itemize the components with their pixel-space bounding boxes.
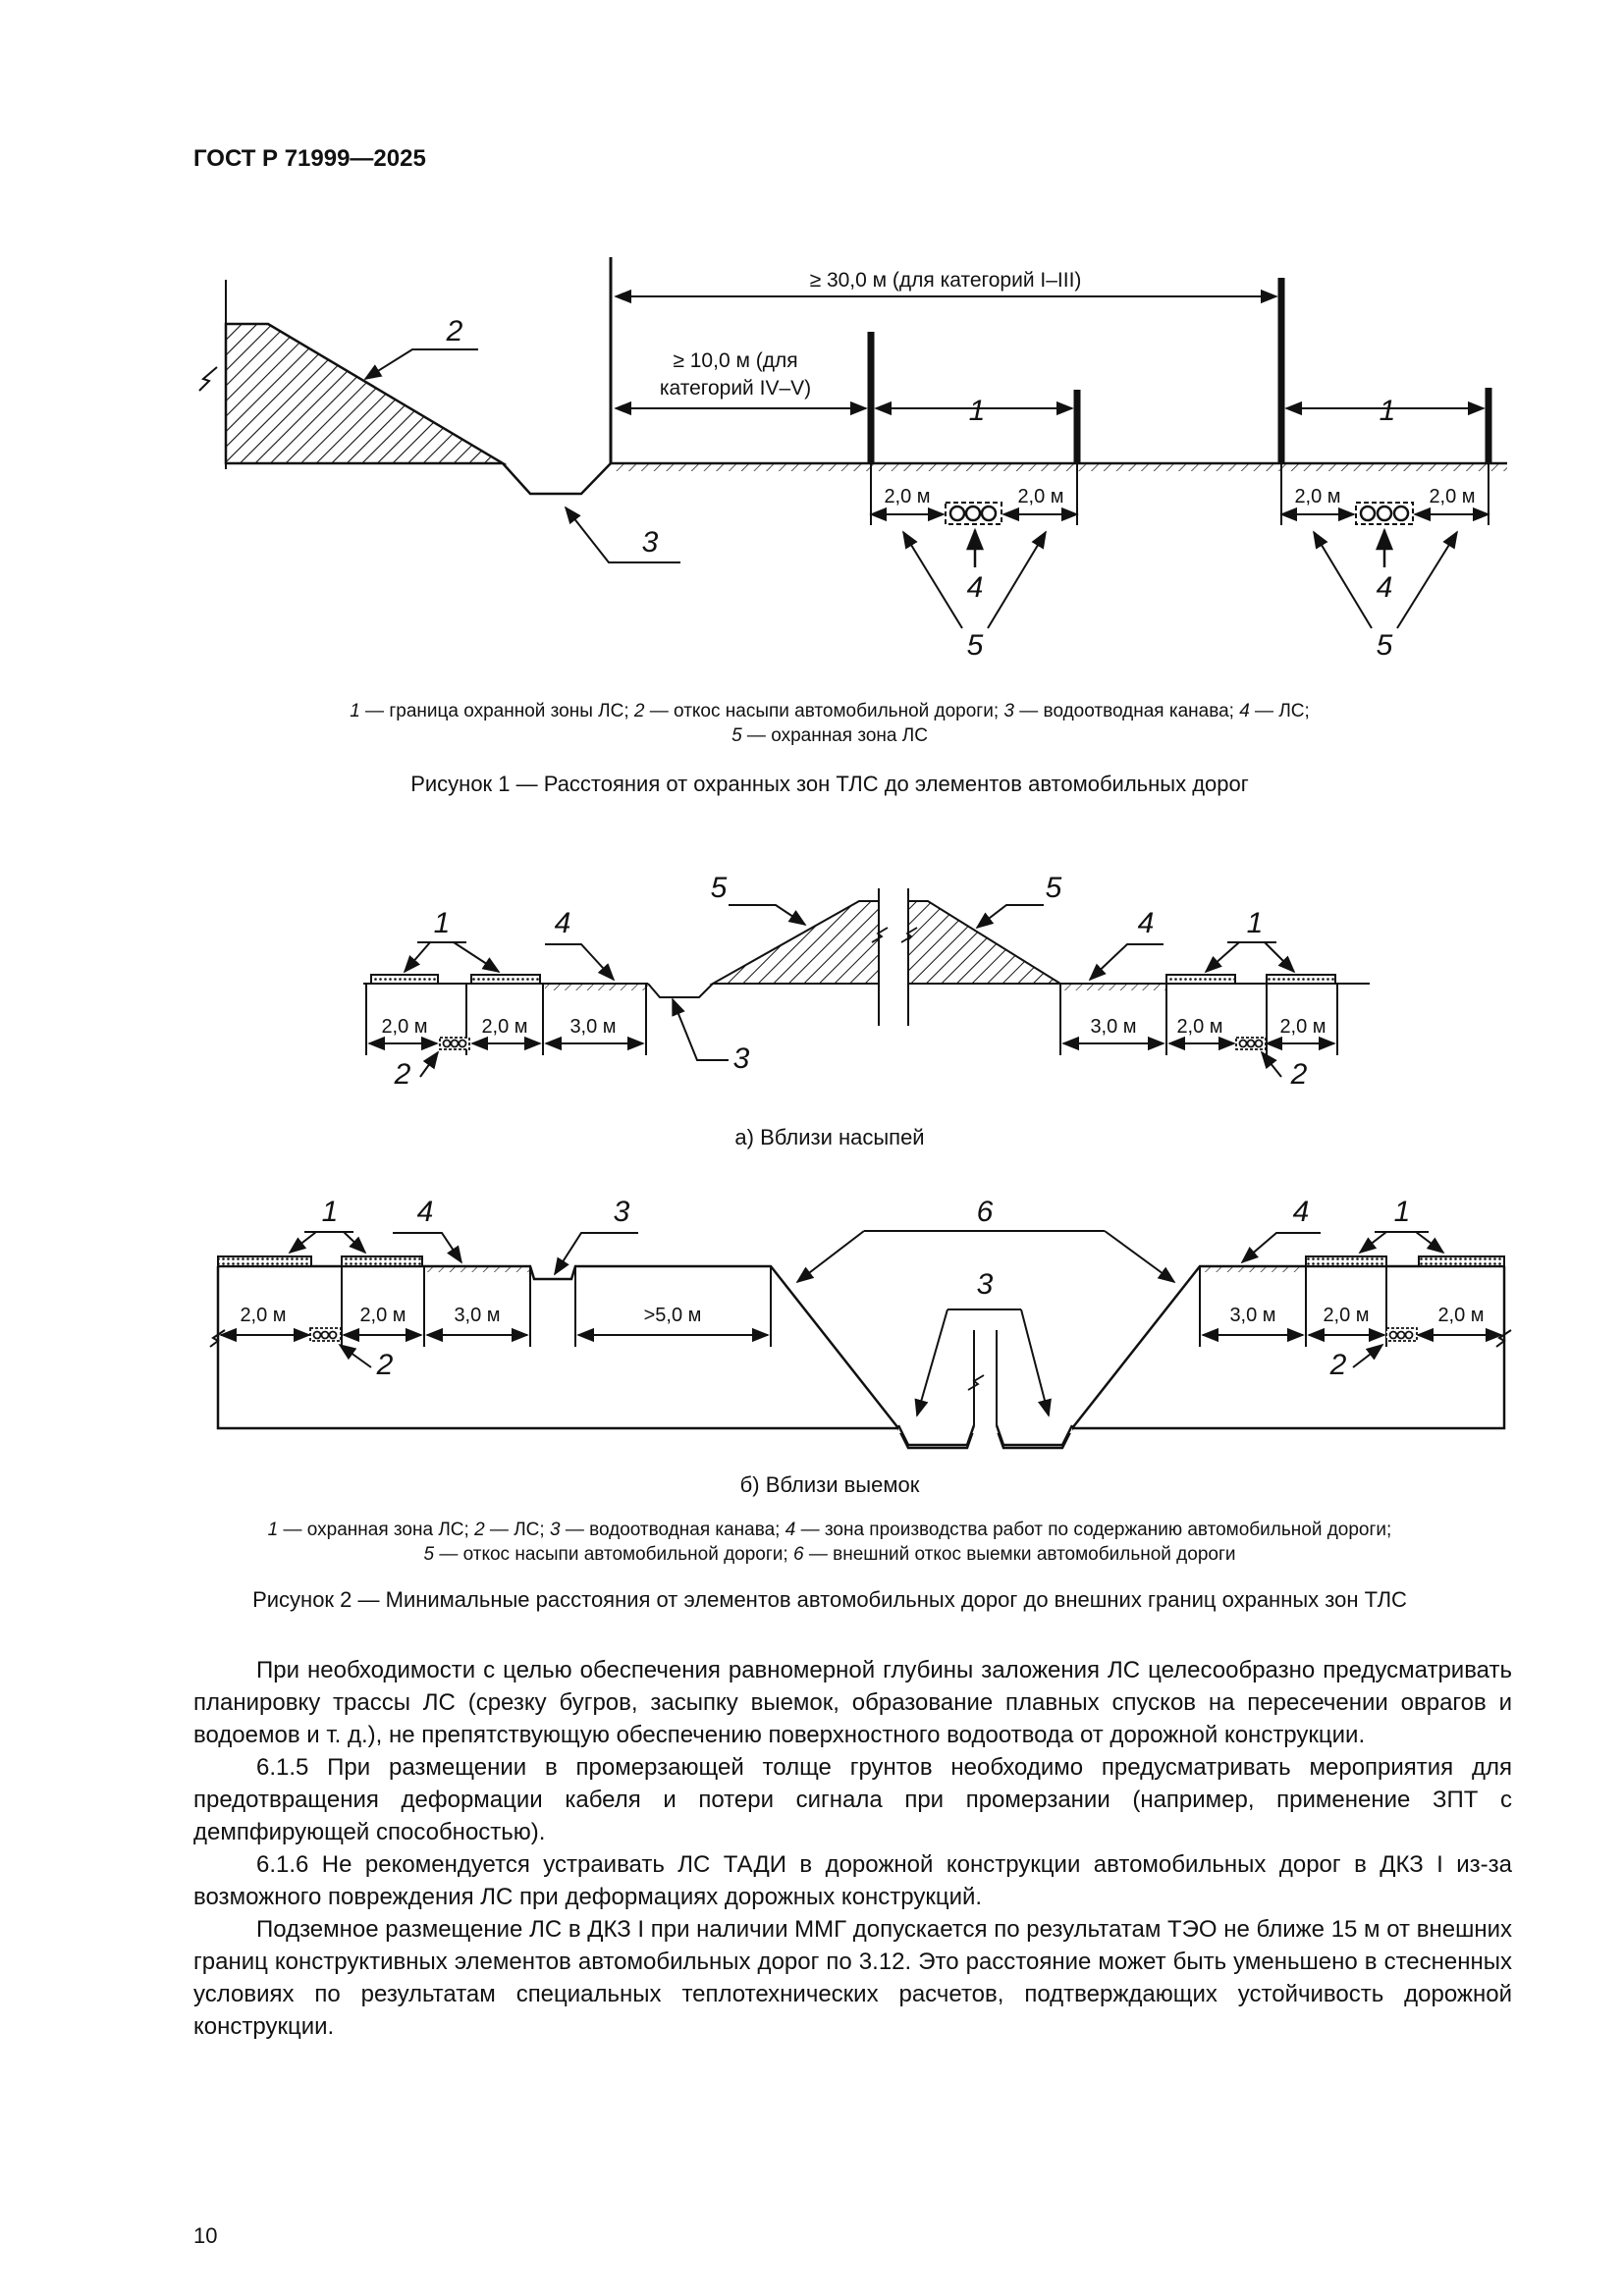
dim-10m-label-line2: категорий IV–V) bbox=[660, 377, 811, 400]
figure-2b-subcaption: б) Вблизи выемок bbox=[739, 1472, 920, 1497]
dim-3m: 3,0 м bbox=[569, 1016, 616, 1038]
dim-3m: 3,0 м bbox=[1090, 1016, 1136, 1038]
figure-1-diagram: ≥ 30,0 м (для категорий I–III) ≥ 10,0 м … bbox=[198, 257, 1507, 662]
callout-1-right: 1 bbox=[1380, 395, 1396, 427]
legend-num: 2 bbox=[633, 701, 645, 721]
callout-2: 2 bbox=[1290, 1058, 1308, 1091]
callout-4: 4 bbox=[1293, 1196, 1310, 1228]
callout-4: 4 bbox=[1138, 907, 1155, 939]
callout-1: 1 bbox=[1247, 907, 1264, 939]
callout-2: 2 bbox=[446, 315, 463, 347]
legend-text: — внешний откос выемки автомобильной дор… bbox=[803, 1544, 1236, 1565]
callout-4: 4 bbox=[417, 1196, 434, 1228]
callout-2: 2 bbox=[1329, 1349, 1347, 1381]
document-header: ГОСТ Р 71999—2025 bbox=[193, 145, 426, 172]
dim-2m: 2,0 м bbox=[1279, 1016, 1326, 1038]
legend-num: 5 bbox=[731, 725, 742, 746]
dim-5m: >5,0 м bbox=[644, 1305, 702, 1326]
dim-10m-label-line1: ≥ 10,0 м (для bbox=[673, 349, 797, 372]
dim-3m: 3,0 м bbox=[1229, 1305, 1275, 1326]
paragraph: 6.1.6 Не рекомендуется устраивать ЛС ТАД… bbox=[193, 1851, 1512, 1910]
legend-text: — зона производства работ по содержанию … bbox=[795, 1520, 1392, 1540]
dim-2m: 2,0 м bbox=[481, 1016, 527, 1038]
zone-width-left-2: 2,0 м bbox=[1017, 486, 1063, 507]
legend-num: 4 bbox=[785, 1520, 796, 1540]
callout-1: 1 bbox=[434, 907, 451, 939]
zone-width-right-2: 2,0 м bbox=[1429, 486, 1475, 507]
callout-2: 2 bbox=[394, 1058, 411, 1091]
paragraph: При необходимости с целью обеспечения ра… bbox=[193, 1657, 1512, 1748]
callout-1: 1 bbox=[1394, 1196, 1411, 1228]
dim-3m: 3,0 м bbox=[454, 1305, 500, 1326]
dim-30m-label: ≥ 30,0 м (для категорий I–III) bbox=[810, 269, 1082, 292]
figure-2a-subcaption: а) Вблизи насыпей bbox=[734, 1125, 925, 1149]
zone-width-right-1: 2,0 м bbox=[1294, 486, 1340, 507]
dim-2m: 2,0 м bbox=[1437, 1305, 1484, 1326]
callout-3-center: 3 bbox=[977, 1268, 994, 1301]
legend-text: — охранная зона ЛС; bbox=[278, 1520, 475, 1540]
legend-num: 3 bbox=[1003, 701, 1014, 721]
callout-3: 3 bbox=[642, 526, 659, 559]
callout-6: 6 bbox=[977, 1196, 994, 1228]
figure-2-caption: Рисунок 2 — Минимальные расстояния от эл… bbox=[252, 1587, 1407, 1612]
legend-num: 5 bbox=[423, 1544, 435, 1565]
legend-num: 6 bbox=[792, 1544, 804, 1565]
dim-2m: 2,0 м bbox=[240, 1305, 286, 1326]
legend-num: 2 bbox=[474, 1520, 485, 1540]
legend-num: 1 bbox=[350, 701, 360, 721]
legend-text: — ЛС; bbox=[1249, 701, 1310, 721]
legend-text: — водоотводная канава; bbox=[1014, 701, 1240, 721]
callout-3: 3 bbox=[614, 1196, 630, 1228]
legend-text: — ЛС; bbox=[484, 1520, 550, 1540]
legend-text: — охранная зона ЛС bbox=[741, 725, 928, 746]
legend-text: — откос насыпи автомобильной дороги; bbox=[434, 1544, 793, 1565]
callout-5-left: 5 bbox=[711, 872, 728, 904]
callout-1-left: 1 bbox=[969, 395, 986, 427]
callout-5-right: 5 bbox=[1046, 872, 1062, 904]
legend-text: — граница охранной зоны ЛС; bbox=[359, 701, 634, 721]
legend-num: 4 bbox=[1239, 701, 1250, 721]
figure-2b-diagram: 2,0 м 2,0 м 3,0 м >5,0 м 3,0 м 2,0 м 2,0… bbox=[209, 1196, 1512, 1450]
dim-2m: 2,0 м bbox=[1176, 1016, 1222, 1038]
dim-2m: 2,0 м bbox=[381, 1016, 427, 1038]
legend-text: — откос насыпи автомобильной дороги; bbox=[644, 701, 1004, 721]
figure-2-legend: 1 — охранная зона ЛС; 2 — ЛС; 3 — водоот… bbox=[147, 1518, 1512, 1567]
dim-2m: 2,0 м bbox=[359, 1305, 406, 1326]
figure-1-legend: 1 — граница охранной зоны ЛС; 2 — откос … bbox=[147, 699, 1512, 748]
paragraph: Подземное размещение ЛС в ДКЗ I при нали… bbox=[193, 1916, 1512, 2040]
callout-5-right: 5 bbox=[1377, 629, 1393, 662]
page-number: 10 bbox=[193, 2223, 218, 2248]
callout-3: 3 bbox=[733, 1042, 750, 1075]
dim-2m: 2,0 м bbox=[1323, 1305, 1369, 1326]
callout-4-right: 4 bbox=[1377, 571, 1393, 604]
callout-4: 4 bbox=[555, 907, 571, 939]
zone-width-left-1: 2,0 м bbox=[884, 486, 930, 507]
callout-2: 2 bbox=[376, 1349, 394, 1381]
paragraph: 6.1.5 При размещении в промерзающей толщ… bbox=[193, 1754, 1512, 1845]
figure-1-caption: Рисунок 1 — Расстояния от охранных зон Т… bbox=[410, 772, 1249, 796]
callout-5-left: 5 bbox=[967, 629, 984, 662]
body-text: При необходимости с целью обеспечения ра… bbox=[193, 1654, 1512, 2043]
callout-4-left: 4 bbox=[967, 571, 984, 604]
figure-2a-diagram: 2,0 м 2,0 м 3,0 м 3,0 м 2,0 м 2,0 м 1 4 … bbox=[363, 872, 1370, 1091]
legend-text: — водоотводная канава; bbox=[560, 1520, 785, 1540]
legend-num: 3 bbox=[549, 1520, 561, 1540]
callout-1: 1 bbox=[322, 1196, 339, 1228]
legend-num: 1 bbox=[267, 1520, 279, 1540]
